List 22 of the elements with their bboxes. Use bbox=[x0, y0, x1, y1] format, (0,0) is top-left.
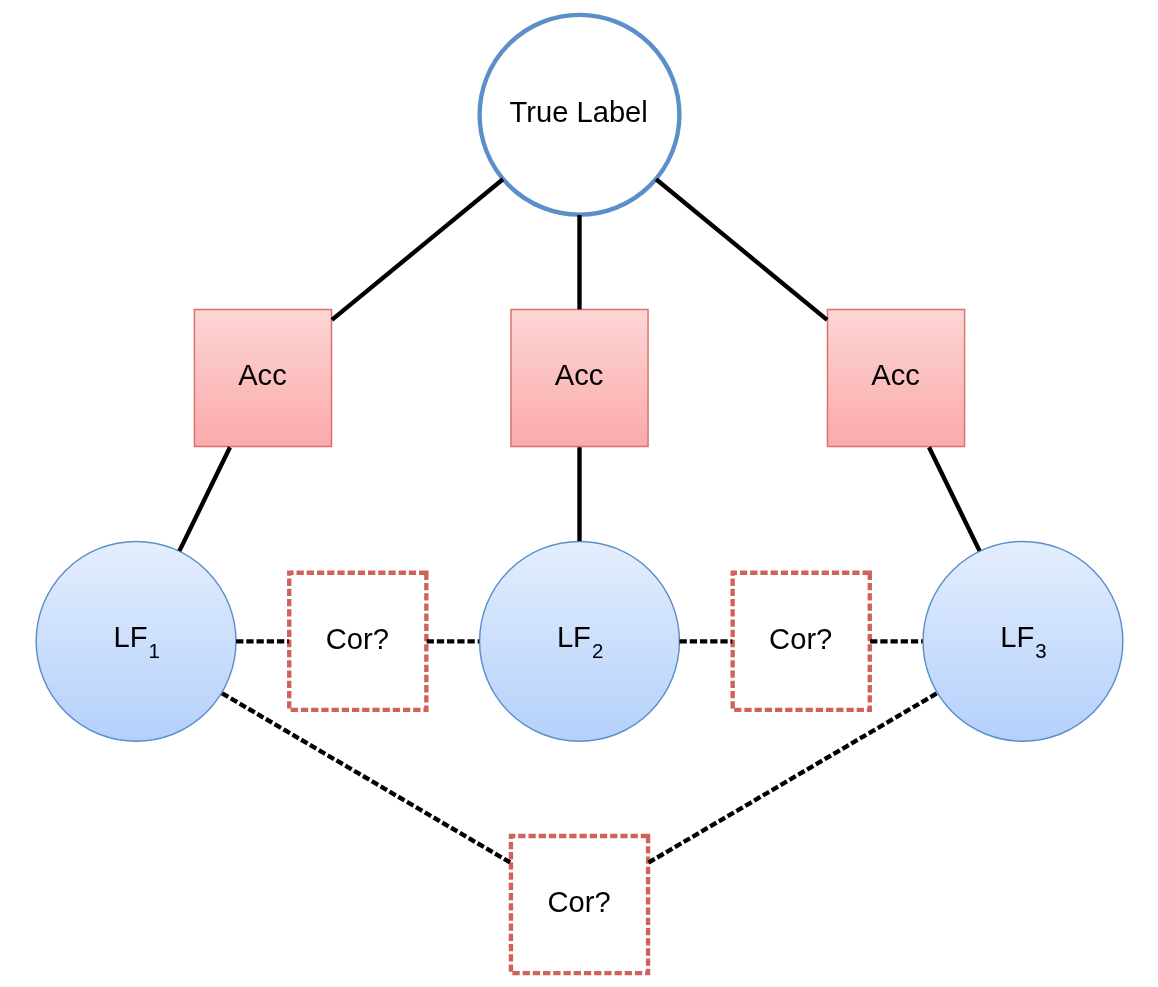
connector bbox=[679, 638, 732, 643]
node-box: Acc bbox=[826, 308, 965, 447]
connector bbox=[176, 445, 232, 552]
node-box: Cor? bbox=[729, 570, 872, 712]
connector bbox=[646, 690, 938, 864]
node-circle: LF$_{1}$ bbox=[34, 540, 237, 742]
connector bbox=[869, 638, 923, 643]
node-circle: LF$_{2}$ bbox=[478, 540, 680, 742]
connector bbox=[654, 177, 828, 322]
node-box: Acc bbox=[509, 308, 649, 447]
node-box: Cor? bbox=[508, 833, 650, 975]
node-circle: LF$_{3}$ bbox=[921, 540, 1124, 742]
connector bbox=[426, 638, 479, 643]
connector bbox=[576, 446, 582, 541]
node-box: Cor? bbox=[286, 570, 429, 712]
connector bbox=[235, 638, 289, 643]
connector bbox=[576, 214, 582, 309]
node-circle: True Label bbox=[476, 12, 682, 217]
connector bbox=[330, 177, 504, 322]
connector bbox=[926, 445, 982, 552]
connector bbox=[220, 690, 512, 864]
node-box: Acc bbox=[193, 308, 332, 447]
